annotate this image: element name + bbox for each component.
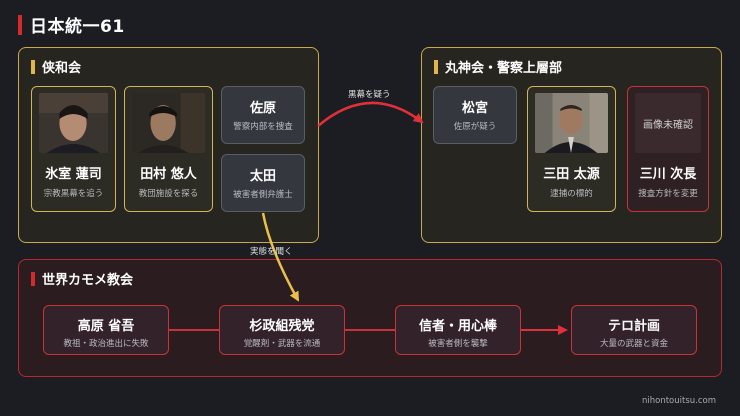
member-card-himuro[interactable]: 氷室 蓮司 宗教黒幕を追う bbox=[31, 86, 116, 212]
flow-node-shinja[interactable]: 信者・用心棒 被害者側を襲撃 bbox=[395, 305, 521, 355]
member-card-mikawa[interactable]: 画像未確認 三川 次長 捜査方針を変更 bbox=[627, 86, 709, 212]
member-name: 三田 太源 bbox=[543, 167, 600, 182]
group-marujin-title: 丸神会・警察上層部 bbox=[445, 61, 563, 76]
group-kyowa-title: 侠和会 bbox=[42, 61, 82, 76]
member-card-oota[interactable]: 太田 被害者側弁護士 bbox=[221, 154, 305, 212]
person-photo bbox=[132, 93, 205, 153]
member-name: 氷室 蓮司 bbox=[45, 167, 102, 182]
flow-node-name: 高原 省吾 bbox=[77, 319, 135, 334]
member-name: 太田 bbox=[249, 169, 276, 184]
page-title: 日本統一61 bbox=[30, 17, 125, 37]
group-kyowa-label: 侠和会 bbox=[31, 57, 81, 76]
title-accent-bar bbox=[18, 14, 22, 35]
flow-node-name: 信者・用心棒 bbox=[418, 319, 497, 334]
person-photo bbox=[39, 93, 108, 153]
flow-node-name: 杉政組残党 bbox=[249, 319, 315, 334]
edge-label-kuromaku: 黒幕を疑う bbox=[348, 90, 391, 100]
member-name: 佐原 bbox=[249, 101, 276, 116]
flow-node-terror[interactable]: テロ計画 大量の武器と資金 bbox=[571, 305, 697, 355]
member-card-sahara[interactable]: 佐原 警察内部を捜査 bbox=[221, 86, 305, 144]
member-card-tamura[interactable]: 田村 悠人 教団施設を探る bbox=[124, 86, 213, 212]
flow-node-role: 大量の武器と資金 bbox=[599, 339, 668, 349]
group-marujin-label: 丸神会・警察上層部 bbox=[434, 57, 562, 76]
member-role: 警察内部を捜査 bbox=[233, 122, 293, 132]
group-kamome-label: 世界カモメ教会 bbox=[31, 269, 133, 288]
flow-node-role: 被害者側を襲撃 bbox=[428, 339, 488, 349]
edge-jittai bbox=[261, 212, 300, 302]
member-role: 被害者側弁護士 bbox=[233, 190, 293, 200]
member-name: 松宮 bbox=[461, 101, 488, 116]
footer-url[interactable]: nihontouitsu.com bbox=[641, 396, 716, 406]
member-role: 宗教黒幕を追う bbox=[43, 189, 104, 199]
member-role: 教団施設を探る bbox=[138, 189, 199, 199]
member-card-mita[interactable]: 三田 太源 逮捕の標的 bbox=[527, 86, 616, 212]
member-role: 逮捕の標的 bbox=[550, 189, 593, 199]
group-kamome-title: 世界カモメ教会 bbox=[42, 273, 134, 288]
flow-node-role: 覚醒剤・武器を流通 bbox=[243, 339, 321, 349]
edge-label-jittai: 実態を聞く bbox=[250, 247, 293, 257]
member-name: 三川 次長 bbox=[639, 167, 697, 182]
member-name: 田村 悠人 bbox=[140, 167, 197, 182]
flow-node-role: 教祖・政治進出に失敗 bbox=[63, 339, 149, 349]
member-role: 佐原が疑う bbox=[453, 122, 497, 132]
member-role: 捜査方針を変更 bbox=[638, 189, 698, 199]
flow-node-sugimasa[interactable]: 杉政組残党 覚醒剤・武器を流通 bbox=[219, 305, 345, 355]
flow-node-name: テロ計画 bbox=[607, 319, 660, 334]
photo-placeholder-text: 画像未確認 bbox=[643, 119, 693, 131]
member-card-matsumiya[interactable]: 松宮 佐原が疑う bbox=[433, 86, 517, 144]
person-photo bbox=[535, 93, 608, 153]
flow-node-takahara[interactable]: 高原 省吾 教祖・政治進出に失敗 bbox=[43, 305, 169, 355]
edge-kuromaku bbox=[317, 101, 424, 127]
photo-placeholder: 画像未確認 bbox=[635, 93, 701, 153]
page-title-bar: 日本統一61 bbox=[18, 12, 125, 37]
